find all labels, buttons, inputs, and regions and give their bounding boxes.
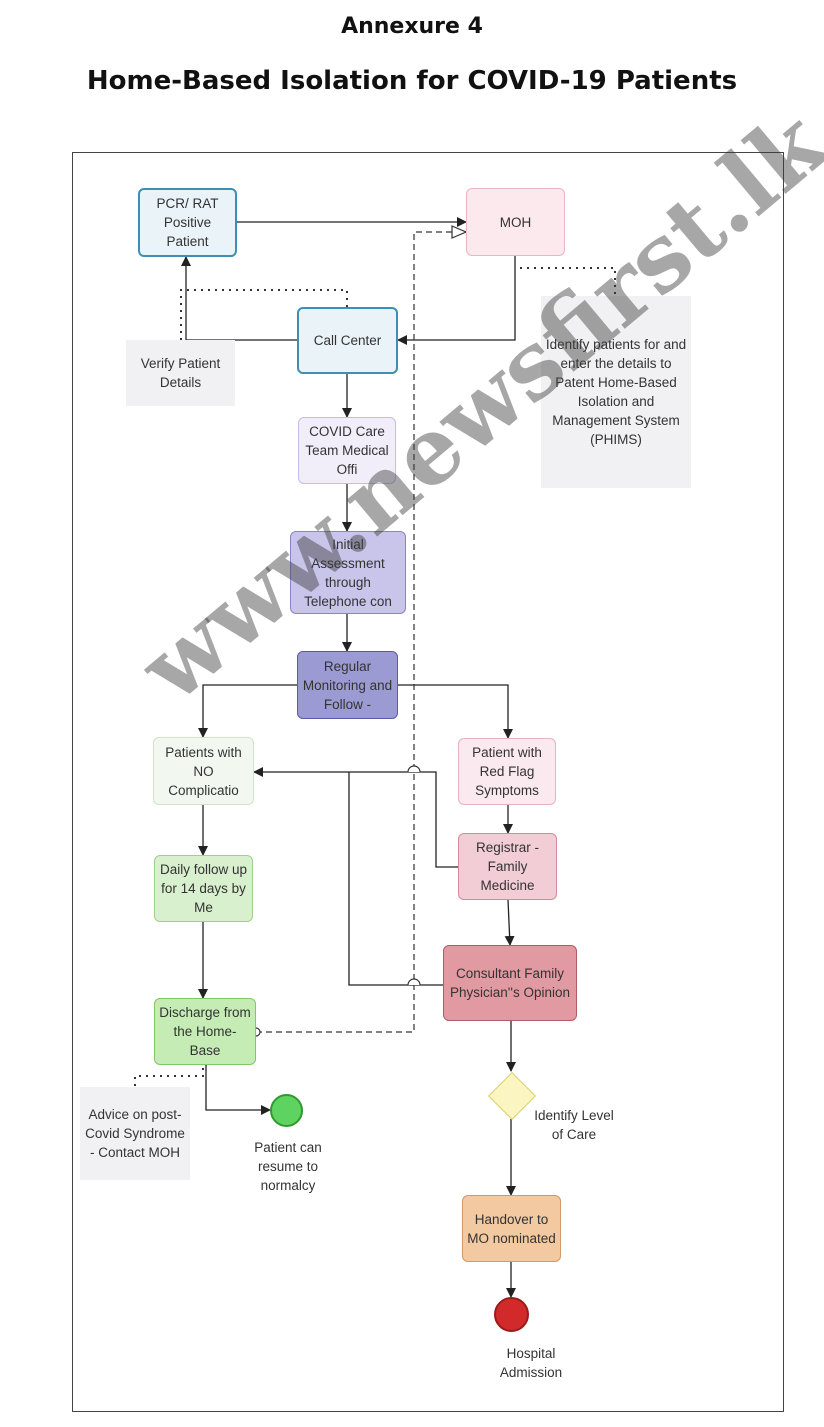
- discharge-box[interactable]: Discharge from the Home-Base: [154, 998, 256, 1065]
- assoc-moh-identify: [520, 267, 616, 296]
- handover-box[interactable]: Handover to MO nominated: [462, 1195, 561, 1262]
- edge-registrar-consultant: [504, 899, 515, 946]
- pcr-positive-label: PCR/ RAT Positive Patient: [156, 196, 219, 249]
- edge-registrar-nocomp: [253, 767, 458, 868]
- hospital-admission-label: Hospital Admission: [499, 1346, 563, 1380]
- initial-assessment-box[interactable]: Initial Assessment through Telephone con: [290, 531, 406, 614]
- call-center-label: Call Center: [313, 333, 382, 348]
- no-complication-box[interactable]: Patients with NO Complicatio: [153, 737, 254, 805]
- advice-post-covid-text: Advice on post-Covid Syndrome - Contact …: [85, 1107, 185, 1160]
- no-complication-label: Patients with NO Complicatio: [165, 744, 242, 798]
- diagram-frame: [72, 152, 784, 1412]
- moh-label: MOH: [499, 214, 532, 230]
- edge-callcenter-pcr: [181, 256, 297, 341]
- assoc-callcenter-verify: [180, 289, 348, 340]
- initial-assessment-label: Initial Assessment through Telephone con: [304, 536, 392, 609]
- advice-post-covid-note: Advice on post-Covid Syndrome - Contact …: [80, 1087, 190, 1180]
- identify-patients-note: Identify patients for and enter the deta…: [541, 296, 691, 488]
- regular-monitoring-box[interactable]: Regular Monitoring and Follow -: [297, 651, 398, 719]
- daily-followup-box[interactable]: Daily follow up for 14 days by Me: [154, 855, 253, 922]
- verify-details-note: Verify Patient Details: [126, 340, 235, 406]
- red-flag-label: Patient with Red Flag Symptoms: [472, 745, 542, 798]
- identify-patients-text: Identify patients for and enter the deta…: [545, 337, 687, 447]
- identify-level-label: Identify Level of Care: [534, 1108, 614, 1142]
- normalcy-end-event[interactable]: [270, 1094, 303, 1127]
- call-center-box[interactable]: Call Center: [297, 307, 398, 374]
- edge-consultant-nocomp: [348, 772, 443, 986]
- message-discharge-moh: [256, 232, 466, 1033]
- regular-monitoring-label: Regular Monitoring and Follow -: [302, 658, 393, 712]
- discharge-label: Discharge from the Home-Base: [159, 1005, 251, 1058]
- edge-regular-redflag: [398, 684, 513, 739]
- annexure-label: Annexure 4: [341, 14, 483, 39]
- covid-care-team-box[interactable]: COVID Care Team Medical Offi: [298, 417, 396, 484]
- daily-followup-label: Daily follow up for 14 days by Me: [159, 862, 248, 915]
- moh-box[interactable]: MOH: [466, 188, 565, 256]
- handover-label: Handover to MO nominated: [467, 1211, 556, 1246]
- hospital-admission-end-event[interactable]: [494, 1297, 529, 1332]
- red-flag-box[interactable]: Patient with Red Flag Symptoms: [458, 738, 556, 805]
- covid-care-team-label: COVID Care Team Medical Offi: [305, 424, 389, 477]
- registrar-box[interactable]: Registrar - Family Medicine: [458, 833, 557, 900]
- pcr-positive-box[interactable]: PCR/ RAT Positive Patient: [138, 188, 237, 257]
- consultant-label: Consultant Family Physician''s Opinion: [450, 966, 570, 1000]
- consultant-box[interactable]: Consultant Family Physician''s Opinion: [443, 945, 577, 1021]
- edge-moh-callcenter: [397, 256, 516, 345]
- page-title: Home-Based Isolation for COVID-19 Patien…: [86, 66, 738, 96]
- assoc-discharge-advice: [134, 1068, 204, 1087]
- registrar-label: Registrar - Family Medicine: [475, 840, 539, 893]
- edge-discharge-normalcy: [205, 1065, 271, 1115]
- normalcy-label: Patient can resume to normalcy: [254, 1140, 322, 1193]
- edge-regular-nocomp: [198, 684, 297, 738]
- verify-details-text: Verify Patient Details: [140, 356, 221, 390]
